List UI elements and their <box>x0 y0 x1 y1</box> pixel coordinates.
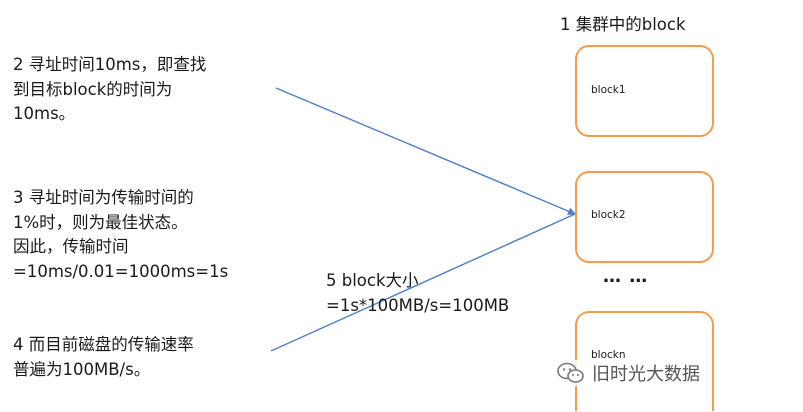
disk-rate-line: 普遍为100MB/s。 <box>13 359 151 379</box>
disk-rate-line: 4 而目前磁盘的传输速率 <box>13 335 194 354</box>
cluster-title: 1 集群中的block <box>560 15 686 34</box>
transfer-ratio-note: 3 寻址时间为传输时间的 1%时，则为最佳状态。 因此，传输时间 =10ms/0… <box>13 186 228 284</box>
block-label: block1 <box>591 84 626 96</box>
block-label: blockn <box>591 349 626 361</box>
more-blocks-ellipsis: … … <box>603 266 649 287</box>
seek-time-line: 到目标block的时间为 <box>13 79 173 99</box>
disk-rate-note: 4 而目前磁盘的传输速率 普遍为100MB/s。 <box>13 333 194 382</box>
block-size-line: 5 block大小 <box>326 271 419 290</box>
watermark-text: 旧时光大数据 <box>592 364 700 385</box>
transfer-ratio-line: 3 寻址时间为传输时间的 <box>13 188 194 207</box>
arrow-seek-to-block2 <box>275 87 576 215</box>
wechat-logo-icon <box>556 361 586 385</box>
arrow-disk-to-block2 <box>270 213 576 352</box>
seek-time-line: 2 寻址时间10ms，即查找 <box>13 55 207 74</box>
transfer-ratio-line: 因此，传输时间 <box>13 237 129 256</box>
seek-time-line: 10ms。 <box>13 104 76 123</box>
block-box-2: block2 <box>575 171 714 263</box>
block-label: block2 <box>591 209 626 221</box>
block-size-note: 5 block大小 =1s*100MB/s=100MB <box>326 269 509 318</box>
block-size-line: =1s*100MB/s=100MB <box>326 295 510 315</box>
transfer-ratio-line: =10ms/0.01=1000ms=1s <box>13 261 229 281</box>
transfer-ratio-line: 1%时，则为最佳状态。 <box>13 212 188 232</box>
seek-time-note: 2 寻址时间10ms，即查找 到目标block的时间为 10ms。 <box>13 53 206 127</box>
watermark: 旧时光大数据 <box>556 360 704 386</box>
block-box-1: block1 <box>575 45 714 137</box>
